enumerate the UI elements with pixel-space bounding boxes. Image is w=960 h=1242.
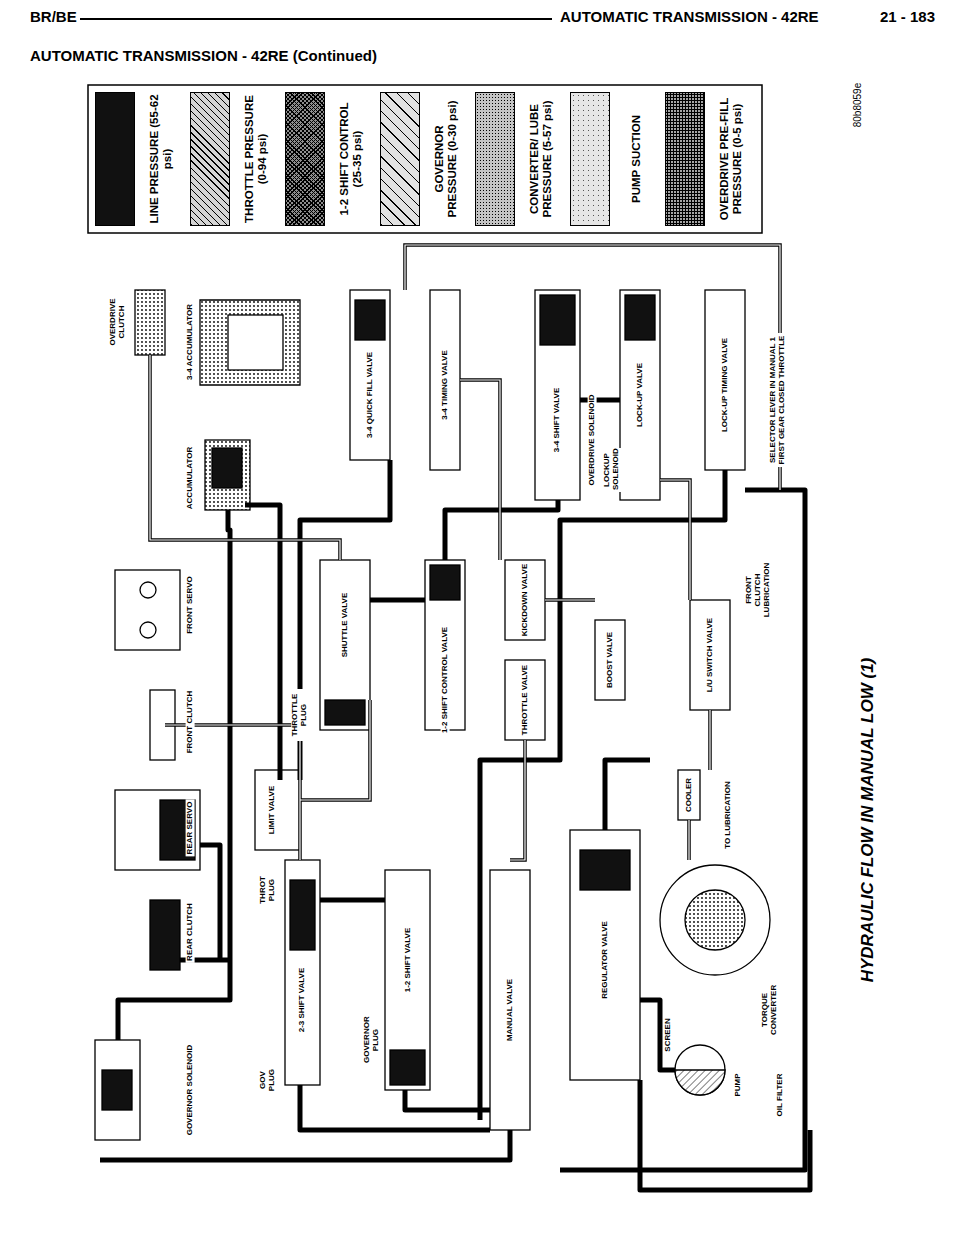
part-label: FRONT CLUTCH LUBRICATION [745,557,771,623]
part-label: GOVERNOR SOLENOID [186,1043,195,1138]
page-subheader: AUTOMATIC TRANSMISSION - 42RE (Continued… [30,48,377,65]
legend-text: 1-2 SHIFT CONTROL (25-35 psi) [338,92,363,226]
part-label: LIMIT VALVE [268,784,277,837]
part-label: ACCUMULATOR [186,445,195,511]
legend-swatch [665,92,705,226]
part-label: SCREEN [664,1016,673,1053]
part-label: OVERDRIVE SOLENOID [588,392,597,487]
page-number: 21 - 183 [880,9,935,26]
components [95,290,770,1140]
part-label: THROTTLE PLUG [291,689,309,741]
part-label: 1-2 SHIFT CONTROL VALVE [441,625,450,735]
part-label: TORQUE CONVERTER [761,983,779,1037]
part-label: THROT PLUG [259,873,277,907]
page-header: BR/BE [30,9,77,26]
part-label: OVERDRIVE CLUTCH [109,290,127,354]
part-label: BOOST VALVE [606,630,615,690]
part-label: GOVERNOR PLUG [363,1015,381,1065]
legend-text: LINE PRESSURE (55-62 psi) [148,92,173,226]
part-label: OIL FILTER [776,1072,785,1119]
part-label: 3-4 SHIFT VALVE [553,386,562,455]
part-label: MANUAL VALVE [506,977,515,1043]
other-passages-core [150,245,780,860]
part-label: THROTTLE VALVE [521,663,530,737]
header-rule [80,19,552,20]
legend-swatch [190,92,230,226]
part-label: REAR SERVO [186,800,195,857]
figure-caption: HYDRAULIC FLOW IN MANUAL LOW (1) [859,656,878,985]
legend-text: THROTTLE PRESSURE (0-94 psi) [243,92,268,226]
part-label: 3-4 QUICK FILL VALVE [366,350,375,440]
part-label: 3-4 TIMING VALVE [441,348,450,422]
legend-text: CONVERTER/ LUBE PRESSURE (5-57 psi) [528,92,553,226]
part-label: FRONT CLUTCH [186,689,195,756]
page-header: AUTOMATIC TRANSMISSION - 42RE [560,9,819,26]
legend-swatch [380,92,420,226]
legend-swatch [95,92,135,226]
legend-swatch [285,92,325,226]
legend-frame [88,85,762,233]
part-label: LOCK-UP TIMING VALVE [721,336,730,434]
part-label: LOCK-UP VALVE [636,361,645,429]
part-label: REAR CLUTCH [186,901,195,963]
legend-swatch [475,92,515,226]
part-label: L/U SWITCH VALVE [706,616,715,694]
other-passages [150,245,780,860]
legend-text: OVERDRIVE PRE-FILL PRESSURE (0-5 psi) [718,92,743,226]
part-label: 3-4 ACCUMULATOR [186,302,195,382]
part-label: TO LUBRICATION [724,779,733,851]
part-label: PUMP [734,1071,743,1098]
part-label: 1-2 SHIFT VALVE [404,926,413,995]
part-label: FRONT SERVO [186,574,195,636]
figure-id: 80b8059e [852,81,863,130]
line-pressure-passages [100,400,810,1190]
legend-swatch [570,92,610,226]
part-label: COOLER [685,776,694,814]
part-label: GOV PLUG [259,1065,277,1095]
part-label: SHUTTLE VALVE [341,591,350,660]
part-label: REGULATOR VALVE [601,919,610,1001]
legend-text: GOVERNOR PRESSURE (0-30 psi) [433,92,458,226]
legend-text: PUMP SUCTION [630,92,643,226]
note: SELECTOR LEVER IN MANUAL 1 FIRST GEAR CL… [769,333,787,467]
part-label: 2-3 SHIFT VALVE [298,966,307,1035]
part-label: KICKDOWN VALVE [521,562,530,639]
part-label: LOCKUP SOLENOID [603,448,621,492]
